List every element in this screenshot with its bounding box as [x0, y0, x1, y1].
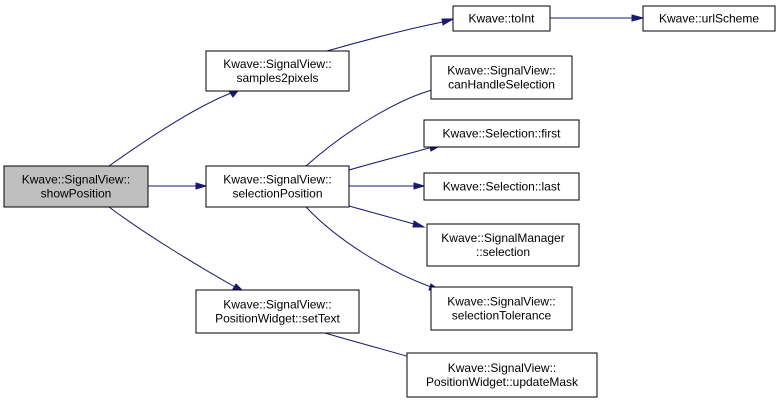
node-label: PositionWidget::setText	[215, 312, 340, 326]
node-label: Kwave::urlScheme	[659, 12, 759, 26]
node-selection-last[interactable]: Kwave::Selection::last	[423, 172, 580, 201]
edge-line	[108, 91, 235, 167]
node-box	[642, 5, 776, 32]
edge-to-int-to-url-scheme	[550, 14, 645, 22]
arrowhead	[413, 182, 426, 190]
node-label: selectionTolerance	[452, 309, 552, 323]
edge-line	[324, 332, 411, 358]
node-box	[423, 172, 580, 201]
node-label: selectionPosition	[232, 187, 322, 201]
edge-show-position-to-samples2pixels	[108, 85, 243, 167]
node-label: Kwave::SignalView::	[223, 298, 332, 312]
edge-line	[305, 206, 432, 288]
edge-set-text-to-update-mask	[324, 332, 419, 361]
node-can-handle-selection[interactable]: Kwave::SignalView::canHandleSelection	[430, 55, 573, 100]
edge-selection-position-to-selection-last	[349, 182, 426, 190]
edge-samples2pixels-to-to-int	[326, 18, 455, 52]
node-label: Kwave::Selection::first	[442, 127, 561, 141]
node-to-int[interactable]: Kwave::toInt	[452, 5, 551, 32]
arrowhead	[195, 182, 208, 190]
edge-line	[326, 21, 444, 52]
node-box	[430, 286, 573, 331]
node-url-scheme[interactable]: Kwave::urlScheme	[642, 5, 776, 32]
arrowhead	[412, 220, 426, 228]
node-box	[205, 50, 350, 92]
arrowhead	[441, 18, 455, 26]
node-set-text[interactable]: Kwave::SignalView::PositionWidget::setTe…	[195, 289, 360, 334]
node-label: Kwave::SignalView::	[223, 173, 332, 187]
edge-show-position-to-set-text	[108, 206, 245, 292]
edge-line	[348, 205, 415, 225]
node-selection-position[interactable]: Kwave::SignalView::selectionPosition	[205, 165, 350, 208]
node-label: canHandleSelection	[448, 78, 555, 92]
edge-show-position-to-selection-position	[148, 182, 208, 190]
node-show-position: Kwave::SignalView::showPosition	[3, 165, 149, 208]
node-label: Kwave::SignalView::	[22, 173, 131, 187]
node-selection-first[interactable]: Kwave::Selection::first	[423, 119, 580, 148]
node-label: showPosition	[41, 187, 112, 201]
node-label: Kwave::SignalView::	[447, 295, 556, 309]
edge-selection-position-to-signal-manager-selection	[348, 205, 426, 228]
node-box	[3, 165, 149, 208]
node-signal-manager-selection[interactable]: Kwave::SignalManager::selection	[426, 223, 580, 267]
edge-line	[108, 206, 236, 288]
node-label: Kwave::SignalView::	[448, 361, 557, 375]
node-label: samples2pixels	[236, 71, 318, 85]
node-label: ::selection	[476, 245, 530, 259]
edge-selection-position-to-can-handle-selection	[305, 86, 444, 167]
node-box	[205, 165, 350, 208]
node-label: PositionWidget::updateMask	[426, 375, 579, 389]
edge-selection-position-to-selection-first	[348, 144, 440, 171]
node-box	[452, 5, 551, 32]
arrowhead	[631, 14, 645, 22]
node-box	[423, 119, 580, 148]
node-label: Kwave::toInt	[468, 12, 535, 26]
node-box	[195, 289, 360, 334]
edge-line	[348, 147, 430, 171]
edge-line	[305, 89, 433, 167]
node-selection-tolerance[interactable]: Kwave::SignalView::selectionTolerance	[430, 286, 573, 331]
node-box	[406, 352, 598, 398]
node-samples2pixels[interactable]: Kwave::SignalView::samples2pixels	[205, 50, 350, 92]
node-update-mask[interactable]: Kwave::SignalView::PositionWidget::updat…	[406, 352, 598, 398]
node-box	[426, 223, 580, 267]
node-label: Kwave::Selection::last	[443, 180, 561, 194]
node-box	[430, 55, 573, 100]
node-label: Kwave::SignalView::	[223, 57, 332, 71]
edge-selection-position-to-selection-tolerance	[305, 206, 441, 291]
node-label: Kwave::SignalManager	[441, 231, 564, 245]
node-label: Kwave::SignalView::	[447, 64, 556, 78]
